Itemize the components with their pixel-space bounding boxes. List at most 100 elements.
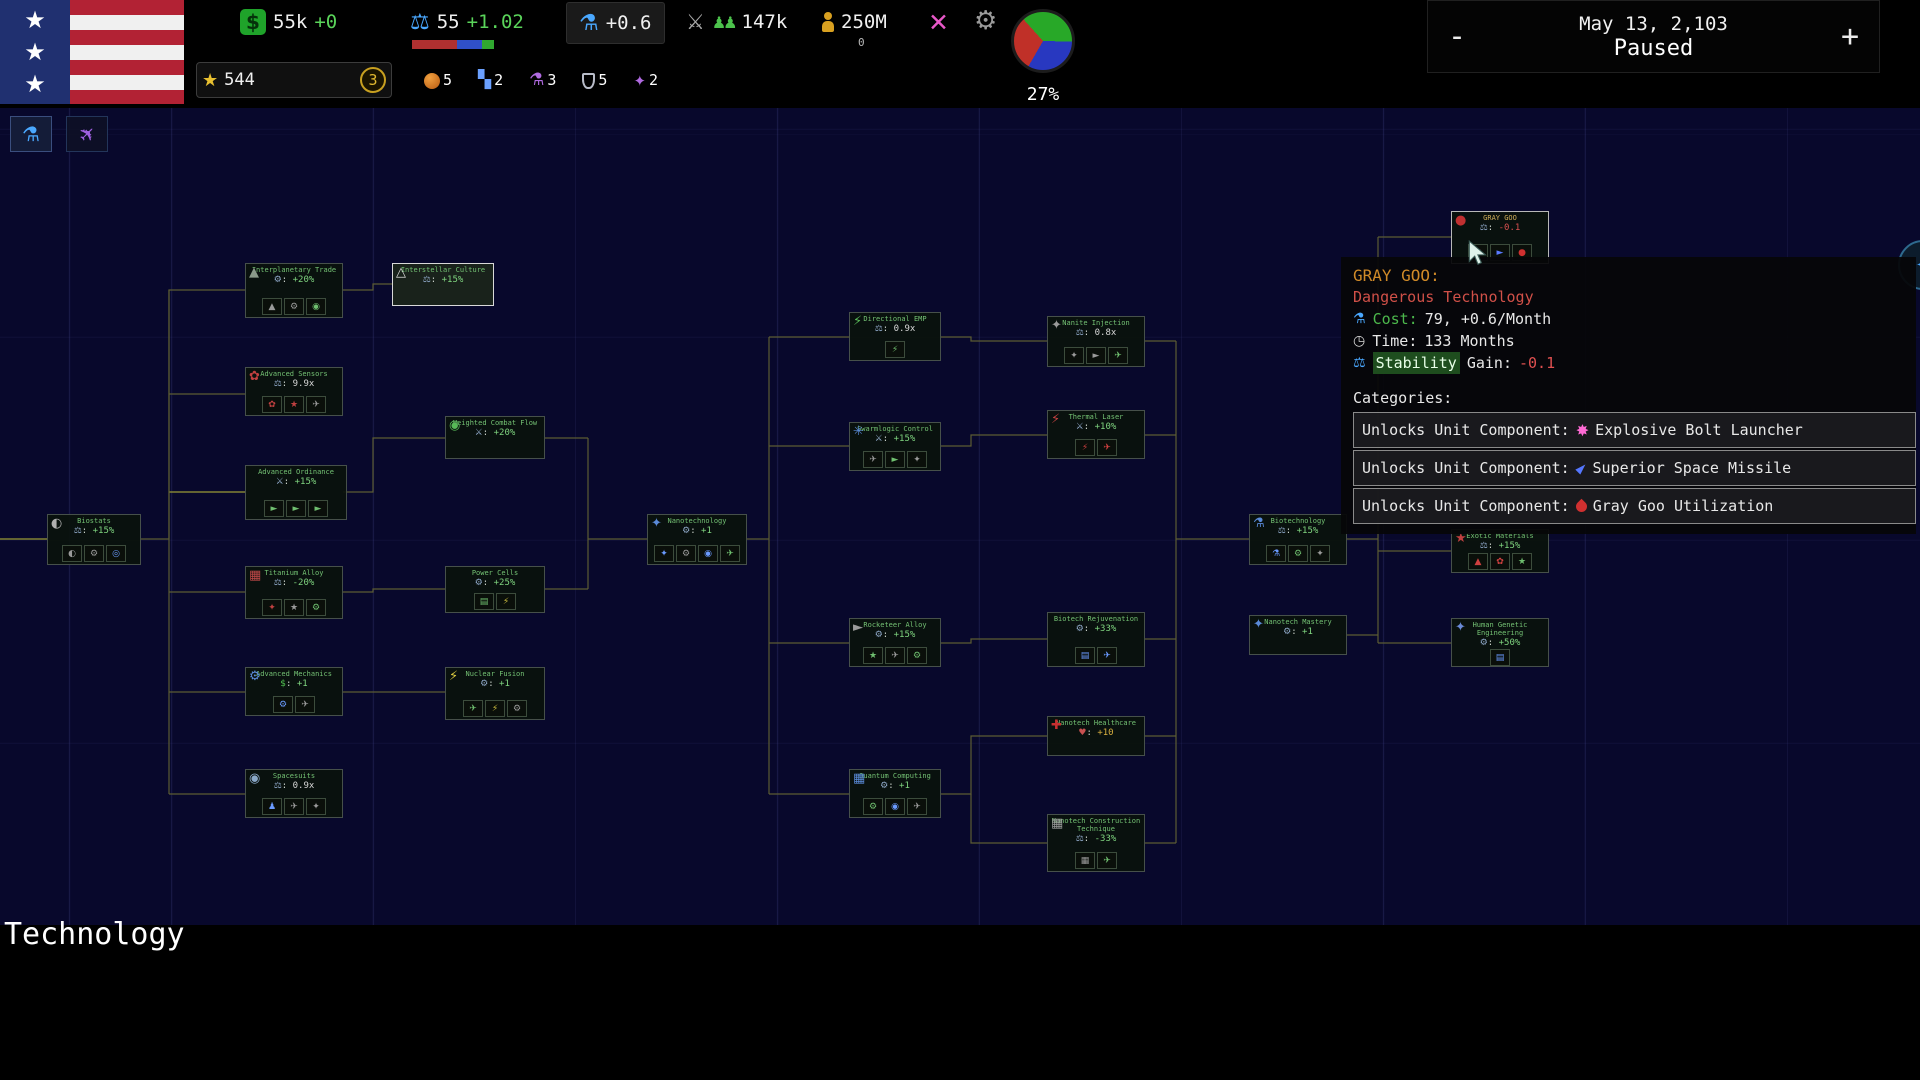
settings-gear-icon[interactable]: ⚙ — [974, 6, 997, 36]
tab-ships[interactable]: ✈ — [66, 116, 108, 152]
node-slot-icon: ✈ — [1097, 439, 1117, 456]
node-title: Directional EMP — [853, 315, 937, 323]
node-icon: ◐ — [51, 517, 62, 530]
node-stat: ⚙: +50% — [1480, 637, 1521, 649]
speed-increase-button[interactable]: + — [1821, 1, 1879, 72]
tech-node[interactable]: ✚Nanotech Healthcare♥: +10 — [1047, 716, 1145, 756]
tech-node[interactable]: Biotech Rejuvenation⚙: +33%▤✈ — [1047, 612, 1145, 667]
node-stat: ⚖: 0.9x — [274, 780, 315, 792]
tech-node[interactable]: ◉Spacesuits⚖: 0.9x♟✈✦ — [245, 769, 343, 818]
node-title: Nanotech Construction Technique — [1051, 817, 1141, 833]
tech-node[interactable]: ✦Nanotechnology⚙: +1✦⚙◉✈ — [647, 514, 747, 565]
badge-count: 2 — [649, 71, 658, 89]
node-title: Quantum Computing — [853, 772, 937, 780]
node-title: Interplanetary Trade — [249, 266, 339, 274]
node-stat: $: +1 — [280, 678, 307, 690]
node-slot-icon: ▤ — [1490, 649, 1510, 666]
side-button-icon: ✦ — [1915, 255, 1920, 276]
control-percent: 27% — [1005, 84, 1081, 105]
badge-projects[interactable]: ▚ 2 — [478, 71, 503, 89]
space-missile-icon: ► — [1572, 459, 1591, 478]
cost-label: Cost: — [1373, 308, 1418, 330]
unlock-row: Unlocks Unit Component: ► Superior Space… — [1353, 450, 1916, 486]
node-slot-icon: ⚙ — [84, 545, 104, 562]
node-icon: ▲ — [249, 266, 259, 279]
badge-councilor-ops[interactable]: 5 — [424, 71, 452, 89]
tech-node[interactable]: ▦Titanium Alloy⚖: -20%✦★⚙ — [245, 566, 343, 619]
tech-node[interactable]: ▦Quantum Computing⚙: +1⚙◉✈ — [849, 769, 941, 818]
tech-tooltip: GRAY GOO: Dangerous Technology ⚗ Cost: 7… — [1341, 257, 1916, 534]
tech-node[interactable]: ⚗Biotechnology⚖: +15%⚗⚙✦ — [1249, 514, 1347, 565]
node-stat: ⚖: -20% — [274, 577, 315, 589]
tech-node[interactable]: ✿Advanced Sensors⚖: 9.9x✿★✈ — [245, 367, 343, 416]
flag-star-icon: ★ — [24, 8, 46, 32]
node-slot-icon: ◉ — [885, 798, 905, 815]
tech-node[interactable]: ▲Interplanetary Trade⚙: +20%▲⚙◉ — [245, 263, 343, 318]
node-slot-icon: ⚡ — [885, 341, 905, 358]
badge-defense[interactable]: 5 — [582, 71, 607, 89]
military-resource[interactable]: ⚔ ♟♟ 147k — [686, 0, 787, 44]
control-pie-chart[interactable] — [1011, 9, 1075, 73]
node-slot-icon: ♟ — [262, 798, 282, 815]
unity-bar — [412, 40, 494, 49]
tech-node[interactable]: ★Exotic Materials⚖: +15%▲✿★ — [1451, 529, 1549, 573]
influence-box[interactable]: ★ 544 3 — [196, 62, 392, 98]
research-value: +0.6 — [606, 12, 652, 34]
tech-node[interactable]: ✦Human Genetic Engineering⚙: +50%▤ — [1451, 618, 1549, 667]
node-slot-icon: ◎ — [106, 545, 126, 562]
population-value: 250M — [841, 11, 887, 33]
crossed-flags-icon[interactable]: ✕ — [928, 8, 949, 37]
money-resource[interactable]: $ 55k +0 — [240, 0, 337, 44]
tech-node[interactable]: ⚡Directional EMP⚖: 0.9x⚡ — [849, 312, 941, 361]
node-icon: ⚡ — [853, 315, 862, 328]
node-icon: ✦ — [1253, 618, 1264, 631]
node-stat: ⚔: +15% — [875, 433, 916, 445]
tech-node[interactable]: ✦Nanotech Mastery⚙: +1 — [1249, 615, 1347, 655]
tech-node[interactable]: Power Cells⚙: +25%▤⚡ — [445, 566, 545, 613]
node-title: Advanced Ordinance — [249, 468, 343, 476]
unlock-name: Superior Space Missile — [1593, 459, 1792, 477]
badge-research-vials[interactable]: ⚗ 3 — [529, 71, 556, 89]
tech-node[interactable]: ◐Biostats⚖: +15%◐⚙◎ — [47, 514, 141, 565]
node-title: Nanotech Healthcare — [1051, 719, 1141, 727]
node-slot-icon: ⚙ — [507, 700, 527, 717]
unity-resource[interactable]: ⚖ 55 +1.02 — [410, 0, 524, 44]
time-clock-icon: ◷ — [1353, 330, 1365, 352]
node-stat: ⚖: -33% — [1076, 833, 1117, 845]
tech-node[interactable]: ►Rocketeer Alloy⚙: +15%★✈⚙ — [849, 618, 941, 667]
node-slot-icon: ✈ — [907, 798, 927, 815]
tech-node[interactable]: △Interstellar Culture⚖: +15% — [392, 263, 494, 306]
jet-icon: ✈ — [73, 120, 102, 149]
nation-flag[interactable]: ★ ★ ★ — [0, 0, 184, 104]
tooltip-time-line: ◷ Time: 133 Months — [1353, 330, 1916, 352]
tech-node[interactable]: ▦Nanotech Construction Technique⚖: -33%▦… — [1047, 814, 1145, 872]
research-resource[interactable]: ⚗ +0.6 — [566, 2, 665, 44]
tech-node[interactable]: ⚙Advanced Mechanics$: +1⚙✈ — [245, 667, 343, 716]
tech-node[interactable]: ◉Weighted Combat Flow⚔: +20% — [445, 416, 545, 459]
badge-missions[interactable]: ✦ 2 — [633, 71, 658, 89]
tech-node[interactable]: Advanced Ordinance⚔: +15%►►► — [245, 465, 347, 520]
node-title: Swarmlogic Control — [853, 425, 937, 433]
soldiers-icon: ♟♟ — [712, 13, 735, 32]
tech-node[interactable]: ✳Swarmlogic Control⚔: +15%✈►✦ — [849, 422, 941, 471]
tab-research[interactable]: ⚗ — [10, 116, 52, 152]
gray-goo-drop-icon — [1573, 498, 1589, 514]
node-slot-icon: ✿ — [262, 396, 282, 413]
node-stat: ⚖: 0.8x — [1076, 327, 1117, 339]
node-stat: ⚙: +1 — [480, 678, 510, 690]
tech-node[interactable]: ✦Nanite Injection⚖: 0.8x✦►✈ — [1047, 316, 1145, 367]
node-stat: ⚖: +15% — [423, 274, 464, 286]
population-resource[interactable]: 250M — [822, 0, 887, 44]
node-icon: ⚡ — [1051, 413, 1060, 426]
node-stat: ⚖: +15% — [1278, 525, 1319, 537]
node-slot-icon: ► — [286, 500, 306, 517]
node-slot-icon: ✈ — [885, 647, 905, 664]
node-slot-icon: ⚙ — [863, 798, 883, 815]
tech-node[interactable]: ⚡Thermal Laser⚔: +10%⚡✈ — [1047, 410, 1145, 459]
tech-node[interactable]: ⚡Nuclear Fusion⚙: +1✈⚡⚙ — [445, 667, 545, 720]
node-slot-icon: ▲ — [262, 298, 282, 315]
node-title: Biostats — [51, 517, 137, 525]
unlock-name: Explosive Bolt Launcher — [1595, 421, 1803, 439]
speed-decrease-button[interactable]: - — [1428, 1, 1486, 72]
node-slot-icon: ► — [264, 500, 284, 517]
